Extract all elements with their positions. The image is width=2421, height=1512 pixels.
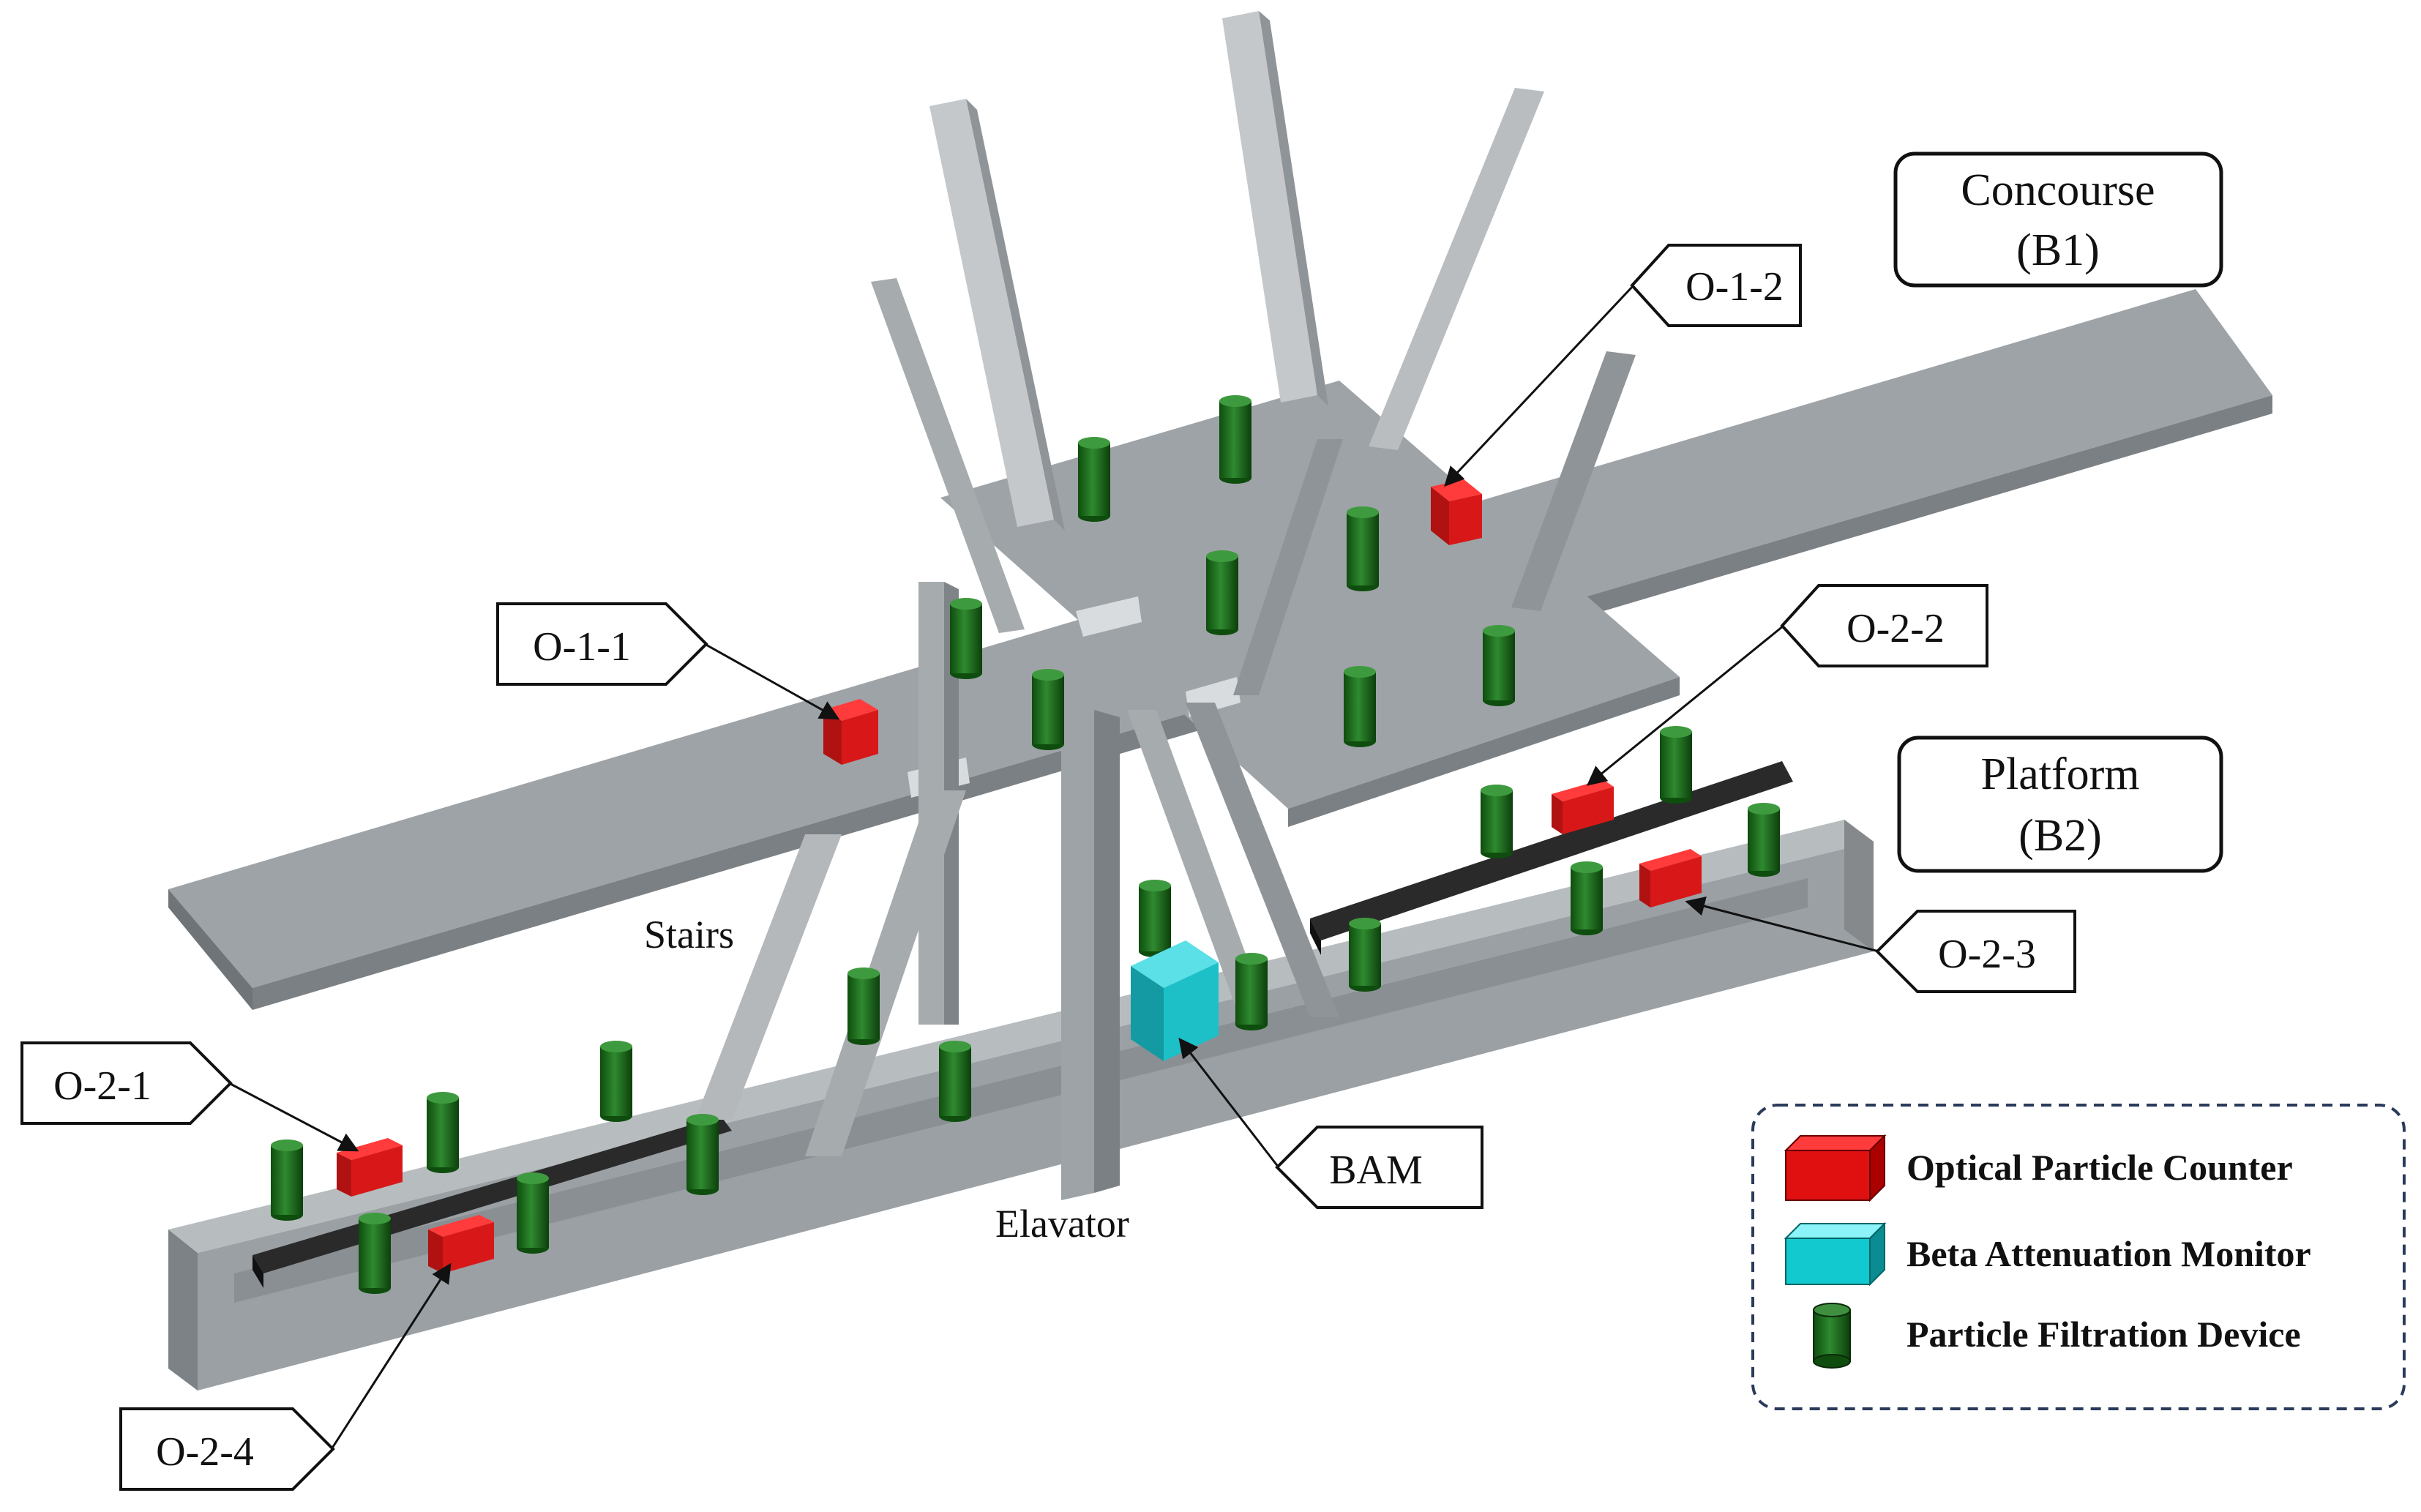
- filter-cylinder: [1349, 918, 1381, 992]
- svg-text:O-1-1: O-1-1: [533, 624, 631, 670]
- stairs-label: Stairs: [644, 913, 734, 957]
- filter-cylinder: [1344, 666, 1376, 747]
- filter-cylinder: [600, 1041, 632, 1122]
- filter-cylinder: [359, 1213, 391, 1294]
- callout-o-1-2: O-1-2: [1444, 244, 1802, 487]
- filter-cylinder: [1139, 880, 1171, 957]
- elevator-shaft: [1061, 710, 1120, 1200]
- svg-text:BAM: BAM: [1329, 1148, 1423, 1193]
- svg-text:O-1-2: O-1-2: [1685, 264, 1784, 310]
- filter-cylinder: [1347, 506, 1379, 591]
- filter-cylinder: [847, 968, 880, 1045]
- callout-o-2-1: O-2-1: [20, 1041, 359, 1152]
- legend-label-bam: Beta Attenuation Monitor: [1907, 1233, 2311, 1274]
- callout-o-2-4: O-2-4: [119, 1262, 452, 1491]
- opc-o-2-4: [428, 1215, 494, 1273]
- filter-cylinder: [939, 1041, 971, 1122]
- platform-label: Platform (B2): [1897, 736, 2223, 873]
- red-box-icon: [1784, 1134, 1887, 1202]
- filter-cylinder: [950, 598, 982, 679]
- opc-o-2-3: [1639, 849, 1702, 907]
- green-cylinder-icon: [1813, 1303, 1851, 1369]
- filter-cylinder: [1219, 395, 1251, 484]
- svg-text:(B1): (B1): [2016, 225, 2100, 275]
- filter-cylinder: [1078, 437, 1110, 522]
- opc-o-2-1: [337, 1138, 403, 1197]
- stairs-structure: [695, 582, 1339, 1156]
- opc-o-1-1: [823, 699, 878, 765]
- callout-o-2-3: O-2-3: [1685, 897, 2076, 993]
- legend-label-opc: Optical Particle Counter: [1907, 1147, 2293, 1188]
- surface-stairs: [871, 11, 1636, 695]
- concourse-level: [168, 289, 2272, 1010]
- callout-o-1-1: O-1-1: [496, 602, 840, 720]
- callout-o-2-2: O-2-2: [1586, 584, 1988, 786]
- svg-text:Platform: Platform: [1981, 749, 2140, 799]
- cyan-box-icon: [1784, 1221, 1887, 1287]
- callout-bam: BAM: [1178, 1037, 1483, 1209]
- opc-o-1-2: [1431, 479, 1482, 545]
- svg-text:O-2-2: O-2-2: [1846, 606, 1945, 651]
- filter-cylinder: [517, 1172, 549, 1254]
- filter-cylinder: [1660, 726, 1692, 804]
- filter-cylinder: [1032, 669, 1064, 750]
- concourse-label: Concourse (B1): [1893, 151, 2223, 288]
- svg-text:O-2-1: O-2-1: [53, 1063, 151, 1109]
- filter-cylinder: [1748, 803, 1780, 877]
- filter-cylinder: [1481, 785, 1513, 858]
- filter-cylinder: [1206, 550, 1238, 635]
- elevator-label: Elavator: [995, 1202, 1129, 1246]
- particle-filtration-devices: [271, 395, 1780, 1294]
- filter-cylinder: [1571, 861, 1603, 935]
- svg-text:O-2-3: O-2-3: [1938, 932, 2036, 977]
- filter-cylinder: [1235, 953, 1268, 1030]
- platform-track-right: [1310, 761, 1793, 955]
- filter-cylinder: [427, 1092, 459, 1173]
- svg-text:(B2): (B2): [2018, 811, 2102, 861]
- bam-monitor: [1131, 940, 1219, 1061]
- filter-cylinder: [1483, 625, 1515, 706]
- svg-text:Concourse: Concourse: [1961, 165, 2155, 215]
- legend-label-filter: Particle Filtration Device: [1907, 1314, 2301, 1355]
- legend: Optical Particle Counter Beta Attenuatio…: [1751, 1104, 2406, 1410]
- filter-cylinder: [686, 1114, 719, 1195]
- platform-level: [168, 820, 1874, 1391]
- svg-text:O-2-4: O-2-4: [156, 1429, 254, 1475]
- filter-cylinder: [271, 1139, 303, 1221]
